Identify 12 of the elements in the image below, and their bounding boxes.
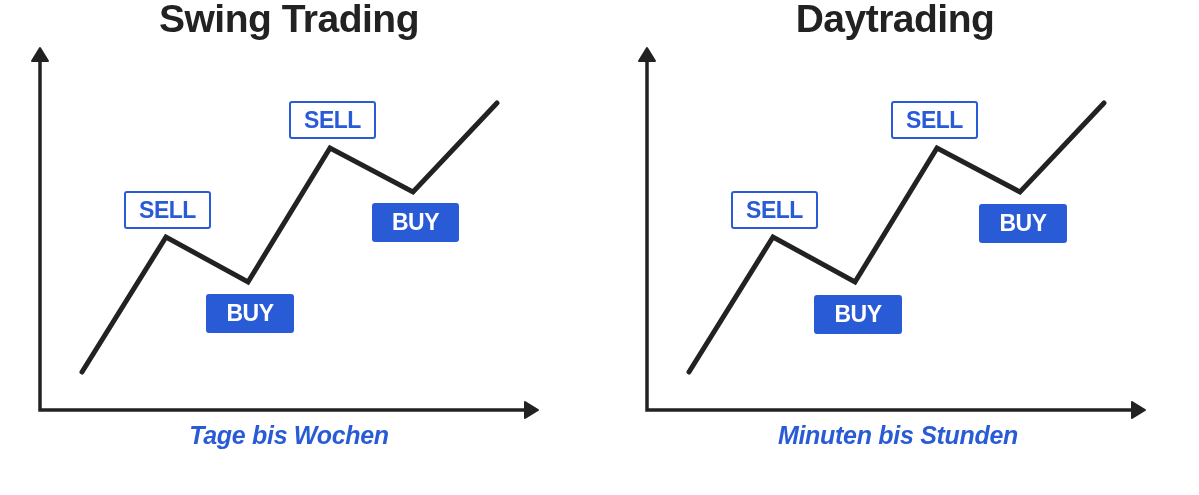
buy-signal-tag: BUY	[372, 203, 459, 242]
chart-title: Swing Trading	[159, 0, 419, 41]
sell-signal-tag: SELL	[891, 101, 978, 139]
sell-signal-tag: SELL	[731, 191, 818, 229]
buy-signal-tag: BUY	[979, 204, 1067, 243]
buy-signal-tag: BUY	[814, 295, 902, 334]
sell-signal-tag: SELL	[289, 101, 376, 139]
buy-signal-tag: BUY	[206, 294, 294, 333]
axis-caption: Minuten bis Stunden	[777, 421, 1019, 450]
chart-title: Daytrading	[795, 0, 995, 41]
sell-signal-tag: SELL	[124, 191, 211, 229]
axis-caption: Tage bis Wochen	[189, 421, 389, 450]
